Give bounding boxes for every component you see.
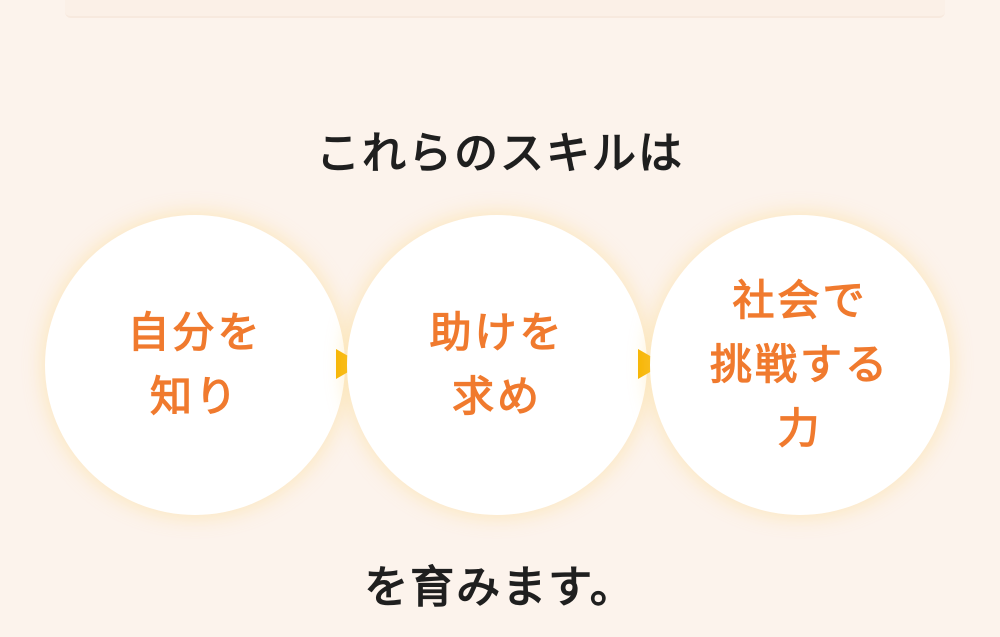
section-heading: これらのスキルは — [316, 128, 684, 179]
step-label-1: 自分を 知り — [127, 308, 263, 421]
step-label-2: 助けを 求め — [429, 308, 565, 421]
step-circle-2: 助けを 求め — [347, 215, 647, 515]
section-footer-text: を育みます。 — [364, 562, 636, 613]
step-circle-1: 自分を 知り — [45, 215, 345, 515]
top-panel-edge — [65, 0, 945, 18]
step-circle-3: 社会で 挑戦する 力 — [650, 215, 950, 515]
step-label-3: 社会で 挑戦する 力 — [709, 276, 890, 453]
